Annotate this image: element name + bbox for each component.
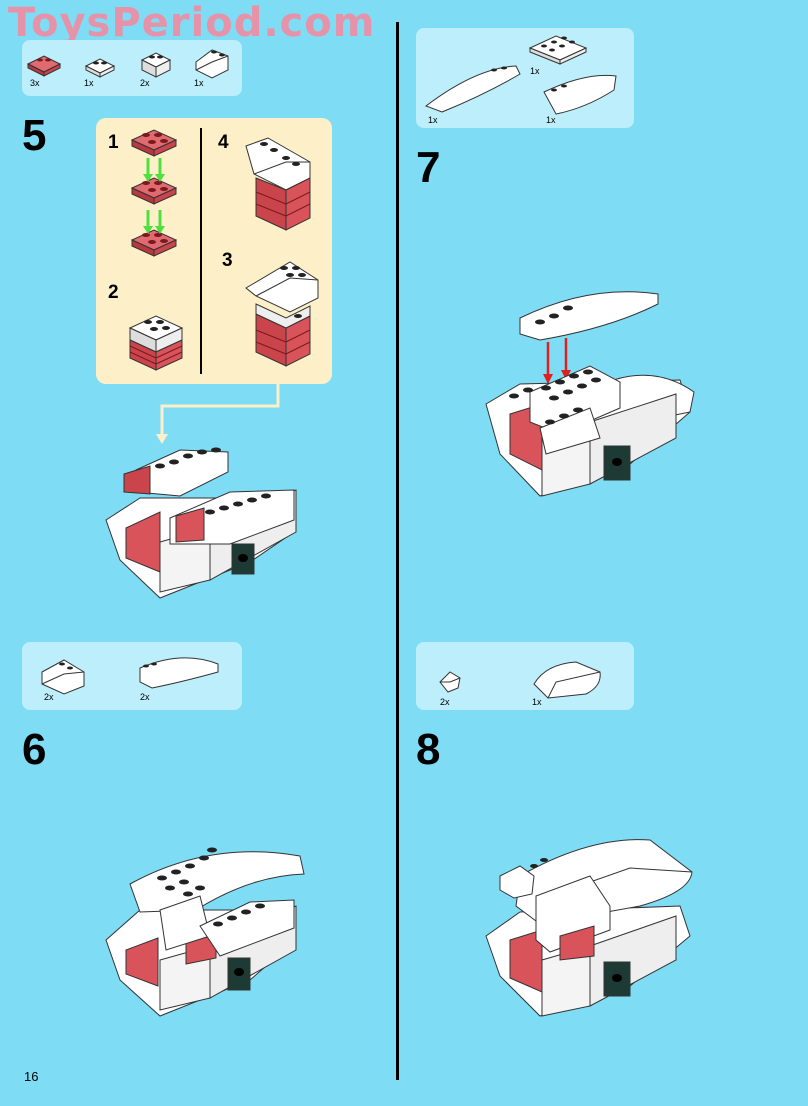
substep-illustrations <box>128 129 319 371</box>
substep-number: 4 <box>218 132 229 153</box>
page-number: 16 <box>24 1069 39 1084</box>
step6-part-qty: 2x <box>44 692 54 702</box>
white-curved-wedge-icon <box>533 661 601 699</box>
step8-model-illustration <box>485 839 693 1017</box>
step7-part-qty: 1x <box>530 66 540 76</box>
step7-part-qty: 1x <box>428 115 438 125</box>
step5-model-illustration <box>105 447 297 599</box>
step7-model-illustration <box>485 291 695 497</box>
step5-part-qty: 1x <box>194 78 204 88</box>
white-curved-slope-icon <box>139 657 219 689</box>
red-arrow-icon <box>543 338 571 384</box>
step6-model-illustration <box>105 847 305 1017</box>
white-slope-icon <box>41 659 85 695</box>
white-plate-2x4-icon <box>528 35 588 65</box>
step6-part-qty: 2x <box>140 692 150 702</box>
step-number: 7 <box>416 143 441 192</box>
column-divider <box>396 22 399 1080</box>
step5-part-qty: 3x <box>30 78 40 88</box>
step8-part-qty: 2x <box>440 697 450 707</box>
watermark: ToysPeriod.com <box>8 0 376 46</box>
red-plate-2x2-icon <box>26 55 62 77</box>
step5-parts-icons <box>26 49 229 79</box>
white-small-slope-icon <box>439 671 461 693</box>
step7-part-qty: 1x <box>546 115 556 125</box>
step5-part-qty: 2x <box>140 78 150 88</box>
callout-connector <box>156 384 280 444</box>
white-curved-slope-icon <box>424 65 521 113</box>
step8-part-qty: 1x <box>532 697 542 707</box>
brick-stack-icon <box>128 315 184 371</box>
step-number: 8 <box>416 725 441 774</box>
white-curved-slope-icon <box>543 74 617 115</box>
green-arrow-icon <box>143 158 165 234</box>
white-brick-icon <box>140 52 172 78</box>
step5-part-qty: 1x <box>84 78 94 88</box>
white-plate-icon <box>84 58 116 78</box>
step-number: 5 <box>22 111 47 160</box>
substep-number: 2 <box>108 282 119 303</box>
step8-parts-icons <box>439 661 601 699</box>
slope-brick-stack-icon <box>245 261 319 367</box>
step6-parts-icons <box>41 657 219 695</box>
step-number: 6 <box>22 725 47 774</box>
substep-number: 3 <box>222 250 233 271</box>
step7-parts-icons <box>424 35 617 115</box>
substep-number: 1 <box>108 132 119 153</box>
red-plate-stack-icon <box>130 129 178 257</box>
substep-divider <box>200 128 202 374</box>
slope-stack-icon <box>245 137 311 231</box>
white-slope-icon <box>195 49 229 79</box>
